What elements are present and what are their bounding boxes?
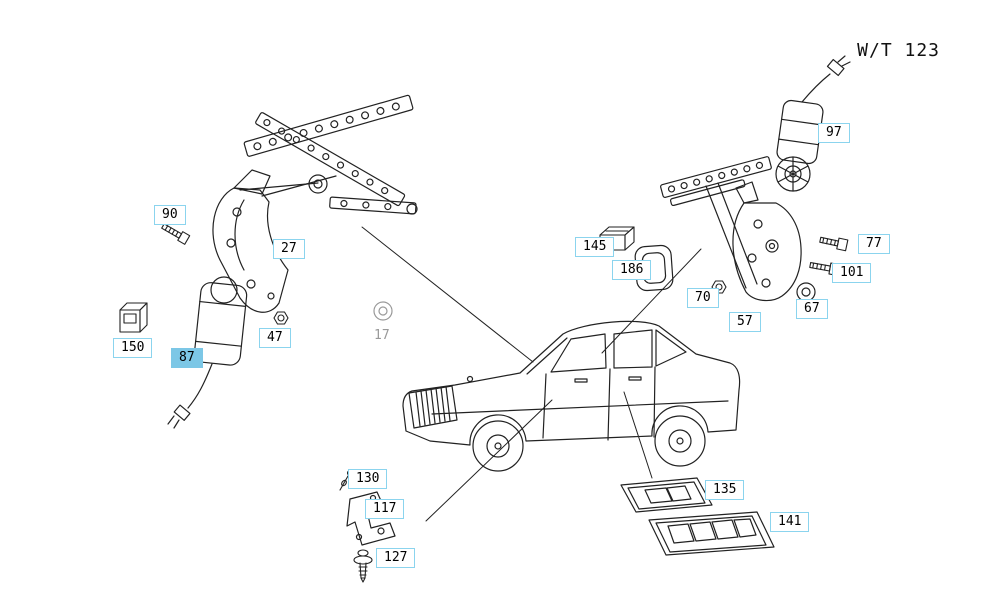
part-label-135[interactable]: 135 — [705, 480, 745, 500]
rear-regulator-motor — [775, 55, 851, 192]
nut-70 — [711, 280, 727, 294]
switch-150 — [119, 302, 148, 333]
part-label-70[interactable]: 70 — [687, 288, 719, 308]
part-label-67[interactable]: 67 — [796, 299, 828, 319]
rear-window-regulator — [660, 156, 802, 302]
part-label-130[interactable]: 130 — [348, 469, 388, 489]
front-regulator-motor — [167, 276, 248, 429]
part-label-117[interactable]: 117 — [365, 499, 405, 519]
nut-47 — [273, 311, 289, 325]
part-label-145[interactable]: 145 — [575, 237, 615, 257]
part-label-127[interactable]: 127 — [376, 548, 416, 568]
part-label-17: 17 — [374, 328, 390, 343]
grommet-17 — [373, 301, 393, 321]
page-code: W/T 123 — [857, 40, 940, 61]
leader-lines — [361, 226, 702, 522]
part-label-87[interactable]: 87 — [171, 348, 203, 368]
screw-127 — [353, 549, 373, 583]
part-label-97[interactable]: 97 — [818, 123, 850, 143]
switch-panel-135 — [620, 477, 713, 513]
part-label-27[interactable]: 27 — [273, 239, 305, 259]
front-window-regulator — [212, 94, 418, 313]
part-label-57[interactable]: 57 — [729, 312, 761, 332]
part-label-186[interactable]: 186 — [612, 260, 652, 280]
bolt-77 — [819, 236, 849, 252]
part-label-90[interactable]: 90 — [154, 205, 186, 225]
part-label-150[interactable]: 150 — [113, 338, 153, 358]
part-label-141[interactable]: 141 — [770, 512, 810, 532]
part-label-77[interactable]: 77 — [858, 234, 890, 254]
car-illustration — [402, 320, 741, 472]
screw-90 — [161, 223, 191, 245]
part-label-47[interactable]: 47 — [259, 328, 291, 348]
switch-panel-141 — [648, 511, 775, 556]
part-label-101[interactable]: 101 — [832, 263, 872, 283]
